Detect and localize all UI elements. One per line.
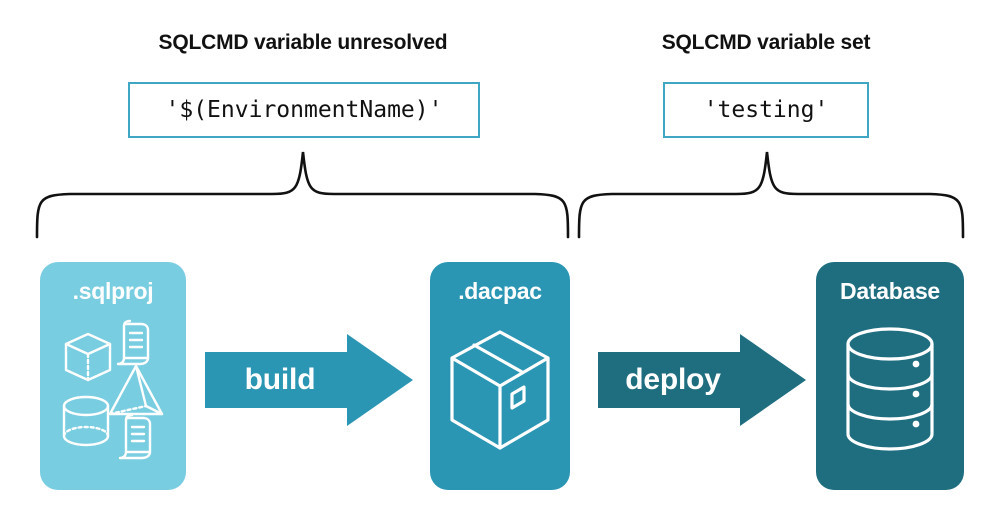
deploy-arrow-icon [598,334,806,426]
stage-box-sqlproj: .sqlproj [40,262,186,490]
cube-icon [64,332,112,382]
build-arrow-icon [205,334,413,426]
pyramid-icon [108,364,164,416]
script-scroll-icon [116,319,150,366]
arrow-deploy: deploy [598,334,806,426]
section-title-left: SQLCMD variable unresolved [158,31,448,54]
arrow-build: build [205,334,413,426]
database-cylinder-icon [846,327,934,451]
section-title-right: SQLCMD variable set [661,31,871,54]
stage-label-sqlproj: .sqlproj [72,278,154,304]
database-artwork [846,327,934,451]
sqlcmd-variable-unresolved-value-box: '$(EnvironmentName)' [128,82,480,138]
arrow-label-deploy: deploy [625,363,721,396]
sqlproj-artwork [62,319,164,460]
package-box-icon [450,330,550,450]
brace-right-icon [577,151,965,239]
cylinder-icon [62,395,110,447]
stage-label-database: Database [840,278,940,304]
sqlcmd-unresolved-value-text: '$(EnvironmentName)' [165,97,443,123]
stage-box-dacpac: .dacpac [430,262,570,490]
sqlcmd-variable-set-value-box: 'testing' [663,82,869,138]
stage-label-dacpac: .dacpac [458,278,542,304]
brace-left-icon [35,151,570,239]
sqlcmd-set-value-text: 'testing' [703,97,829,123]
arrow-label-build: build [244,363,316,396]
dacpac-artwork [450,330,550,450]
stage-box-database: Database [816,262,964,490]
script-scroll-icon [118,413,152,460]
